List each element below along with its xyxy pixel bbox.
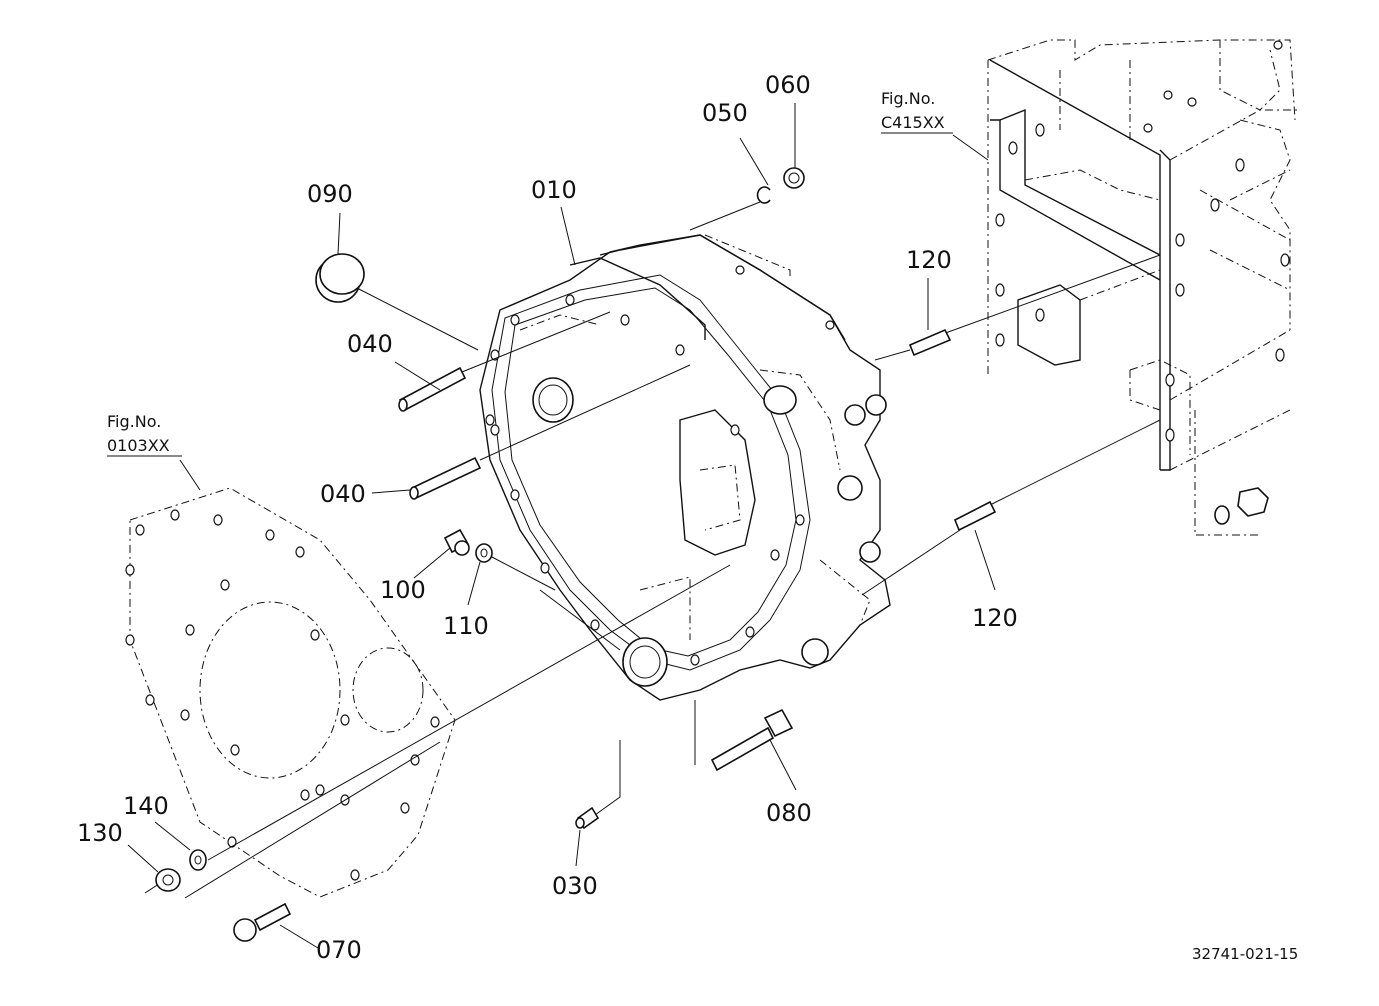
- part-120-stud-lower: [953, 500, 997, 532]
- label-010: 010: [531, 176, 577, 204]
- label-040-lower: 040: [320, 480, 366, 508]
- label-070: 070: [316, 936, 362, 964]
- part-130-nut: [155, 868, 181, 892]
- label-040-upper: 040: [347, 330, 393, 358]
- part-120-stud-upper: [908, 328, 952, 357]
- label-130: 130: [77, 819, 123, 847]
- drawing-number: 32741-021-15: [1192, 945, 1298, 963]
- part-040-stud-upper: [398, 366, 467, 412]
- frame-assembly: [987, 39, 1300, 536]
- label-090: 090: [307, 180, 353, 208]
- label-140: 140: [123, 792, 169, 820]
- label-060: 060: [765, 71, 811, 99]
- callout-leaders: [127, 103, 996, 949]
- fig-ref-right-title: Fig.No.: [881, 89, 935, 108]
- label-120-lower: 120: [972, 604, 1018, 632]
- label-050: 050: [702, 99, 748, 127]
- label-030: 030: [552, 872, 598, 900]
- part-100-bolt: [443, 528, 470, 556]
- part-070-bolt: [233, 902, 292, 942]
- leader-lines: [144, 201, 1161, 899]
- fig-ref-left-title: Fig.No.: [107, 412, 161, 431]
- part-140-washer: [189, 849, 207, 871]
- part-110-washer: [475, 543, 493, 563]
- part-080-bolt: [710, 708, 794, 772]
- label-080: 080: [766, 799, 812, 827]
- part-060-nut: [783, 167, 805, 189]
- part-030-pin: [575, 806, 600, 830]
- fig-ref-left-code: 0103XX: [107, 436, 170, 455]
- label-110: 110: [443, 612, 489, 640]
- flywheel-plate: [125, 487, 456, 898]
- part-090-plug: [315, 253, 365, 303]
- part-040-stud-lower: [409, 456, 482, 500]
- clutch-housing: [479, 234, 891, 701]
- fig-ref-right-code: C415XX: [881, 113, 945, 132]
- label-120-upper: 120: [906, 246, 952, 274]
- labels: 010 030 040 040 050 060 070 080 090 100 …: [77, 71, 1298, 964]
- part-050-washer: [756, 186, 771, 204]
- label-100: 100: [380, 576, 426, 604]
